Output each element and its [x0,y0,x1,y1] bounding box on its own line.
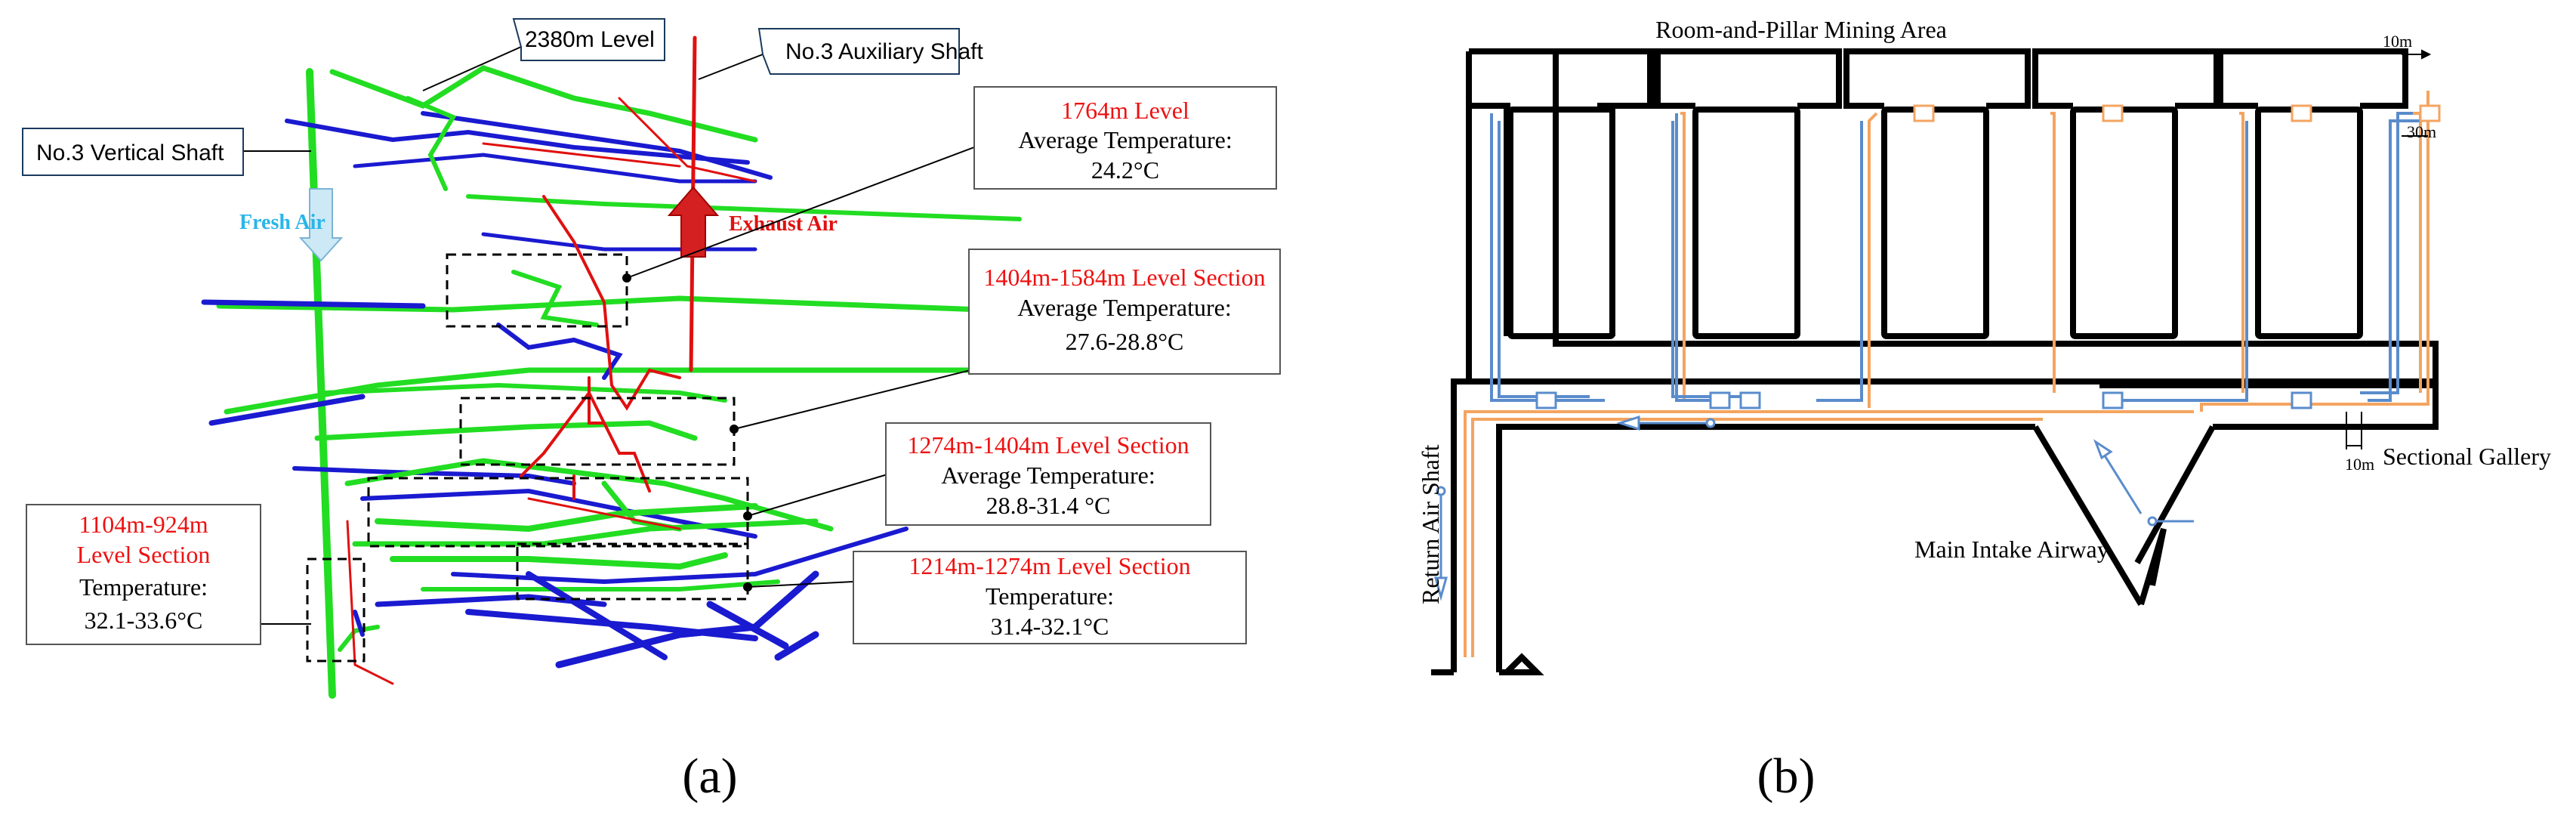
callout-auxiliary-shaft [698,28,960,80]
pillar-2 [1692,107,1800,339]
panel-b: Room-and-Pillar Mining Area 10m 30m 10m … [1288,0,2576,837]
blue-airflow [1490,112,2420,402]
label-dim-top: 10m [2383,32,2412,51]
info-box-1404-1584 [968,249,1281,375]
mine-outline [1466,48,2439,388]
box3-line2: 28.8-31.4 °C [986,492,1111,519]
pillar-5 [2255,107,2363,339]
box1-line1: Average Temperature: [1018,126,1232,153]
box2-line1: Average Temperature: [1017,294,1232,321]
callout-2380m-level [422,18,665,91]
label-sectional-gallery: Sectional Gallery [2383,443,2551,470]
box4-line2: 31.4-32.1°C [991,613,1109,640]
info-boxes [26,86,1281,645]
box3-line1: Average Temperature: [941,462,1155,489]
info-box-1214-1274 [853,551,1247,644]
ventilation-layout-diagram: Room-and-Pillar Mining Area 10m 30m 10m … [1417,16,2551,675]
caption-a: (a) [682,749,738,804]
exhaust-air-label: Exhaust Air [729,212,838,236]
box2-line2: 27.6-28.8°C [1066,328,1184,355]
fresh-air-arrow [298,188,344,262]
label-dim-side: 30m [2407,122,2436,141]
label-main-intake: Main Intake Airway [1914,536,2109,563]
fans [1535,391,2312,409]
exhaust-air-arrow [667,186,720,258]
panel-a: Fresh Air Exhaust Air 2380m Level No.3 A… [22,18,1281,804]
label-dim-bottom: 10m [2345,455,2374,474]
box4-title: 1214m-1274m Level Section [909,552,1190,579]
info-box-1104-924 [26,504,261,645]
box4-line1: Temperature: [986,582,1114,610]
box1-line2: 24.2°C [1091,156,1159,184]
region-boxes [306,253,749,662]
box5-line1: Temperature: [79,573,208,601]
pillar-3 [1881,107,1989,339]
mine-network-3d-diagram: Fresh Air Exhaust Air 2380m Level No.3 A… [22,18,1281,699]
pillar-4 [2070,107,2178,339]
level-2380 [329,65,758,143]
region-1104-924 [306,557,366,662]
info-box-1764 [973,86,1277,190]
box2-title: 1404m-1584m Level Section [983,264,1265,291]
region-1214-1274 [516,542,749,601]
box5-title2: Level Section [77,541,211,568]
mine-outline-main [1431,48,2439,675]
info-box-1274-1404 [885,422,1211,526]
fresh-air-label: Fresh Air [239,211,325,234]
label-mining-area: Room-and-Pillar Mining Area [1655,16,1947,43]
callout-vertical-shaft [22,128,311,176]
box5-title: 1104m-924m [79,511,208,538]
leader-lines [261,134,1009,625]
label-vertical-shaft: No.3 Vertical Shaft [36,141,224,165]
box5-line2: 32.1-33.6°C [85,607,203,634]
flow-arrows [1434,415,2194,601]
pillar-1 [1507,107,1615,339]
label-auxiliary-shaft: No.3 Auxiliary Shaft [785,39,983,64]
tunnel-network [201,36,1022,699]
label-return-shaft: Return Air Shaft [1417,444,1444,604]
box3-title: 1274m-1404m Level Section [907,431,1189,459]
caption-b: (b) [1757,749,1816,804]
region-1764 [446,253,628,328]
label-2380m-level: 2380m Level [525,27,655,52]
vertical-shaft [306,68,336,699]
orange-fans [1913,104,2441,122]
box1-title: 1764m Level [1061,97,1189,124]
dimension-marks [2346,49,2432,449]
